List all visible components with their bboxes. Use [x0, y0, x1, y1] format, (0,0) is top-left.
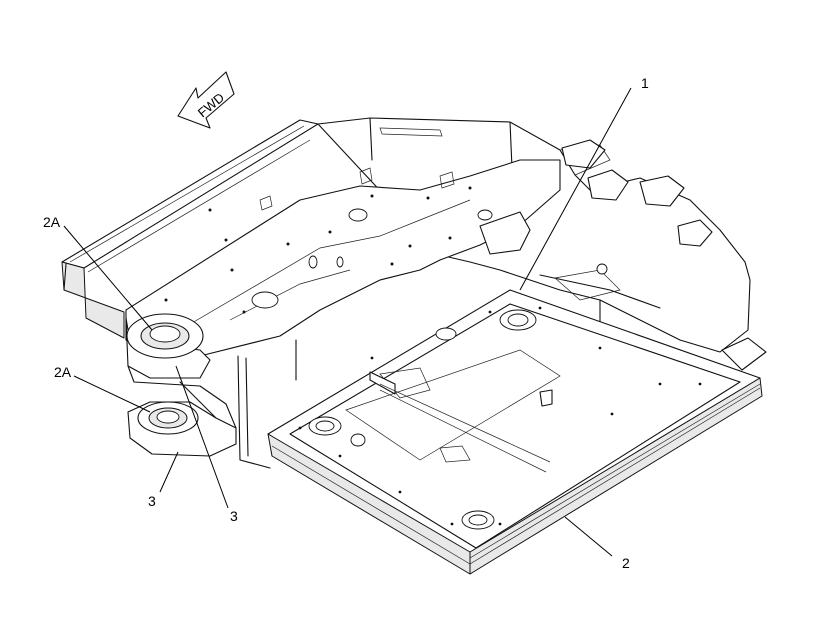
lower-plate-2: [267, 289, 763, 575]
center-panel: [237, 339, 297, 469]
fwd-arrow: FWD: [177, 71, 235, 129]
callout-2: 2: [622, 555, 630, 571]
leader-callout-1: [519, 87, 632, 291]
leader-callout-2a-upper: [63, 225, 153, 331]
callout-1: 1: [641, 75, 649, 91]
callout-3-right: 3: [230, 508, 238, 524]
leader-callout-2a-lower: [73, 375, 151, 413]
leader-lines: [63, 87, 632, 557]
upper-boom-boss: [125, 313, 211, 387]
callout-3-left: 3: [148, 493, 156, 509]
leader-callout-3-left: [159, 451, 179, 493]
upper-deck-plate: [125, 159, 561, 357]
lower-boom-boss: [127, 381, 237, 457]
leader-callout-3-right: [175, 365, 229, 509]
callout-2a-lower: 2A: [54, 364, 72, 380]
leader-callout-2: [564, 516, 613, 557]
callout-2a-upper: 2A: [43, 214, 61, 230]
